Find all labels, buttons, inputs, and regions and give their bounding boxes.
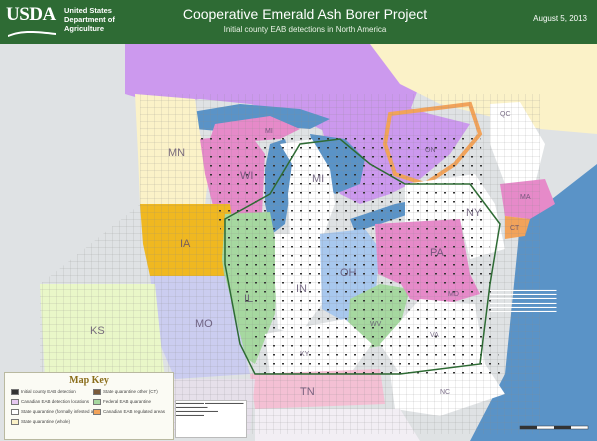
label-mn: MN [168, 147, 185, 159]
map-date: August 5, 2013 [533, 14, 587, 23]
label-tn: TN [300, 386, 315, 398]
key-swatch [11, 399, 19, 405]
label-wi: WI [240, 170, 253, 182]
label-ct: CT [510, 225, 520, 232]
label-in: IN [296, 283, 307, 295]
usda-logo: USDA [6, 4, 58, 40]
key-item-state-quarantine-partial: State quarantine (formally infested area… [11, 409, 101, 415]
label-oh: OH [340, 267, 357, 279]
label-mi-upper: MI [265, 128, 273, 135]
map-canvas: MN WI MI MI IA IL IN OH PA NY MD WV VA K… [0, 44, 597, 441]
map-title: Cooperative Emerald Ash Borer Project [182, 6, 428, 22]
key-item-canadian-detection: Canadian EAB detection locations [11, 399, 89, 405]
header-bar: USDA United States Department of Agricul… [0, 0, 597, 44]
map-subtitle: Initial county EAB detections in North A… [223, 25, 387, 34]
label-ks: KS [90, 325, 105, 337]
label-ia: IA [180, 238, 191, 250]
label-on: ON [425, 147, 436, 154]
label-mo: MO [195, 318, 213, 330]
scale-bar [519, 425, 589, 430]
key-item-state-quarantine-other: State quarantine other (CT) [93, 389, 158, 395]
eab-detection-points [200, 134, 500, 374]
key-item-federal-quarantine: Federal EAB quarantine [93, 399, 151, 405]
key-swatch [11, 419, 19, 425]
label-ma: MA [520, 194, 531, 201]
map-key: Map Key Initial county EAB detection Can… [4, 372, 174, 440]
key-item-state-quarantine-whole: State quarantine (whole) [11, 419, 70, 425]
map-credits-box: ▬▬▬▬▬▬▬▬ ▬▬▬▬▬▬▬▬▬▬▬ ▬▬▬▬▬▬▬▬▬ ▬▬▬▬▬▬▬▬▬… [175, 400, 247, 438]
key-swatch [11, 389, 19, 395]
label-nc: NC [440, 389, 450, 396]
label-ny: NY [466, 207, 482, 219]
label-mi: MI [312, 173, 324, 185]
canada-yellow-region [370, 44, 597, 134]
notes-text-block: ▬▬▬▬▬▬▬▬▬▬▬▬▬▬▬▬▬▬▬ ▬▬▬▬▬▬▬▬▬▬▬▬▬▬▬▬▬▬▬ … [490, 288, 557, 314]
label-va: VA [430, 332, 439, 339]
label-md: MD [448, 291, 459, 298]
key-swatch [11, 409, 19, 415]
key-item-canadian-regulated: Canadian EAB regulated areas [93, 409, 165, 415]
usda-logo-text: USDA [6, 4, 56, 25]
federal-quarantine-outline [224, 138, 501, 375]
label-wv: WV [370, 321, 382, 328]
label-pa: PA [430, 247, 445, 259]
agency-name: United States Department of Agriculture [64, 6, 115, 33]
label-ky: KY [300, 351, 310, 358]
key-swatch [93, 399, 101, 405]
map-key-title: Map Key [69, 375, 109, 386]
usda-logo-stripe-icon [8, 30, 56, 37]
key-swatch [93, 409, 101, 415]
label-qc: QC [500, 111, 511, 118]
key-swatch [93, 389, 101, 395]
key-item-initial-detection: Initial county EAB detection [11, 389, 76, 395]
label-il: IL [244, 293, 253, 305]
